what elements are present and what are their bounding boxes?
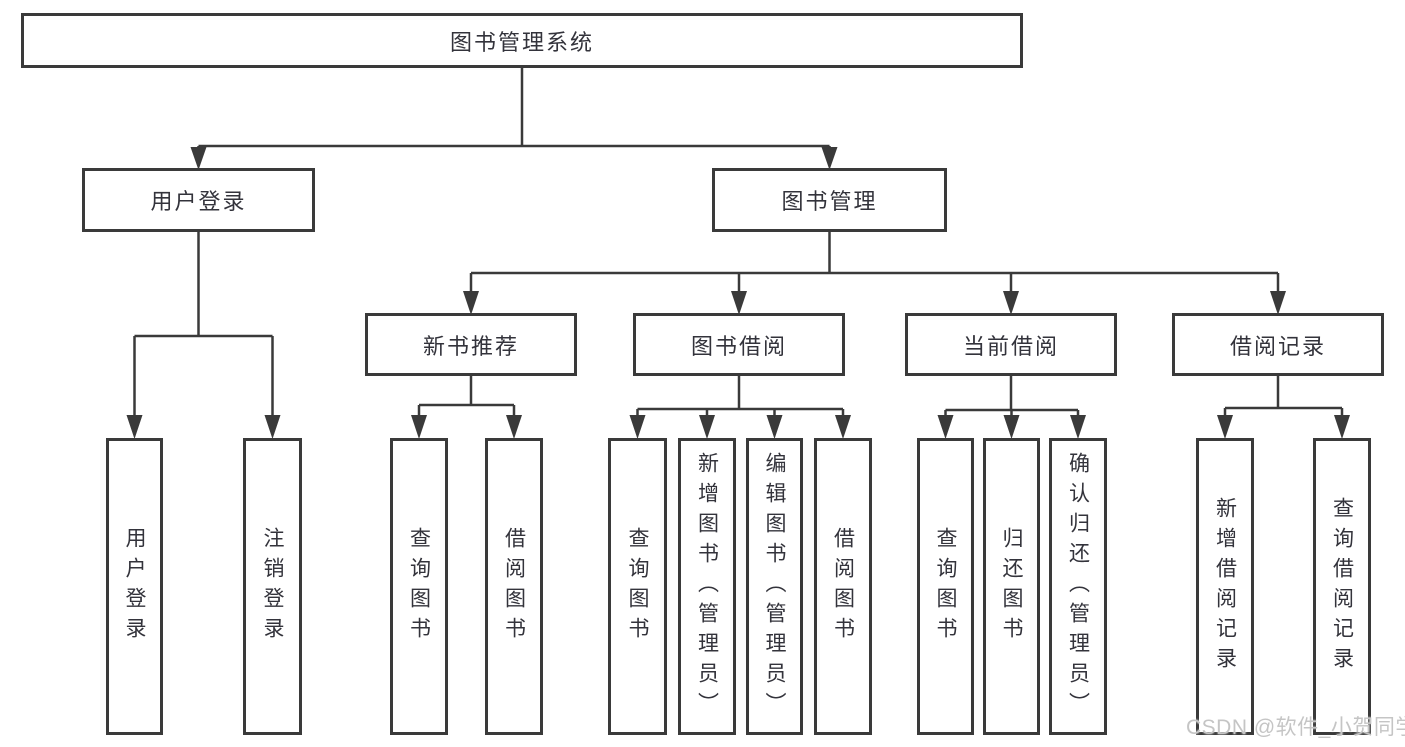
node-book-borrow-label: 图书借阅 — [690, 333, 787, 359]
node-leaf-cb-confirm-return-admin-label: 确认归还（管理员） — [1066, 451, 1090, 722]
node-leaf-logout: 注销登录 — [243, 438, 302, 735]
node-current-borrow-label: 当前借阅 — [962, 333, 1059, 359]
node-leaf-br-query-record-label: 查询借阅记录 — [1330, 496, 1354, 677]
node-leaf-nb-query-books-label: 查询图书 — [407, 526, 431, 647]
node-leaf-cb-return-books: 归还图书 — [983, 438, 1040, 735]
node-book-management: 图书管理 — [712, 168, 947, 232]
node-leaf-bb-add-books-admin: 新增图书（管理员） — [678, 438, 736, 735]
node-root: 图书管理系统 — [21, 13, 1023, 68]
node-leaf-user-login: 用户登录 — [106, 438, 163, 735]
node-leaf-cb-confirm-return-admin: 确认归还（管理员） — [1049, 438, 1107, 735]
node-borrow-records-label: 借阅记录 — [1229, 333, 1326, 359]
node-user-login-label: 用户登录 — [150, 189, 247, 214]
node-leaf-nb-borrow-books: 借阅图书 — [485, 438, 543, 735]
node-leaf-bb-borrow-books-label: 借阅图书 — [831, 526, 855, 647]
node-leaf-cb-query-books-label: 查询图书 — [934, 526, 957, 647]
node-leaf-nb-borrow-books-label: 借阅图书 — [502, 526, 526, 647]
node-new-book-recommend-label: 新书推荐 — [422, 333, 519, 359]
watermark: CSDN @软件_小贺同学 — [1186, 716, 1405, 739]
node-leaf-bb-borrow-books: 借阅图书 — [814, 438, 872, 735]
node-borrow-records: 借阅记录 — [1172, 313, 1384, 376]
node-leaf-bb-edit-books-admin-label: 编辑图书（管理员） — [763, 451, 786, 722]
node-book-borrow: 图书借阅 — [633, 313, 845, 376]
node-leaf-cb-return-books-label: 归还图书 — [1000, 526, 1023, 647]
arrowheads — [126, 147, 1350, 439]
node-new-book-recommend: 新书推荐 — [365, 313, 577, 376]
node-leaf-br-add-record-label: 新增借阅记录 — [1213, 496, 1237, 677]
node-leaf-nb-query-books: 查询图书 — [390, 438, 448, 735]
node-leaf-br-query-record: 查询借阅记录 — [1313, 438, 1371, 735]
node-leaf-logout-label: 注销登录 — [261, 526, 284, 647]
node-leaf-cb-query-books: 查询图书 — [917, 438, 974, 735]
node-leaf-user-login-label: 用户登录 — [123, 526, 146, 647]
node-user-login: 用户登录 — [82, 168, 315, 232]
node-leaf-bb-query-books: 查询图书 — [608, 438, 667, 735]
node-leaf-br-add-record: 新增借阅记录 — [1196, 438, 1254, 735]
node-leaf-bb-edit-books-admin: 编辑图书（管理员） — [746, 438, 803, 735]
node-current-borrow: 当前借阅 — [905, 313, 1117, 376]
node-book-management-label: 图书管理 — [781, 189, 878, 214]
node-root-label: 图书管理系统 — [449, 29, 594, 55]
node-leaf-bb-query-books-label: 查询图书 — [626, 526, 649, 647]
node-leaf-bb-add-books-admin-label: 新增图书（管理员） — [695, 451, 719, 722]
